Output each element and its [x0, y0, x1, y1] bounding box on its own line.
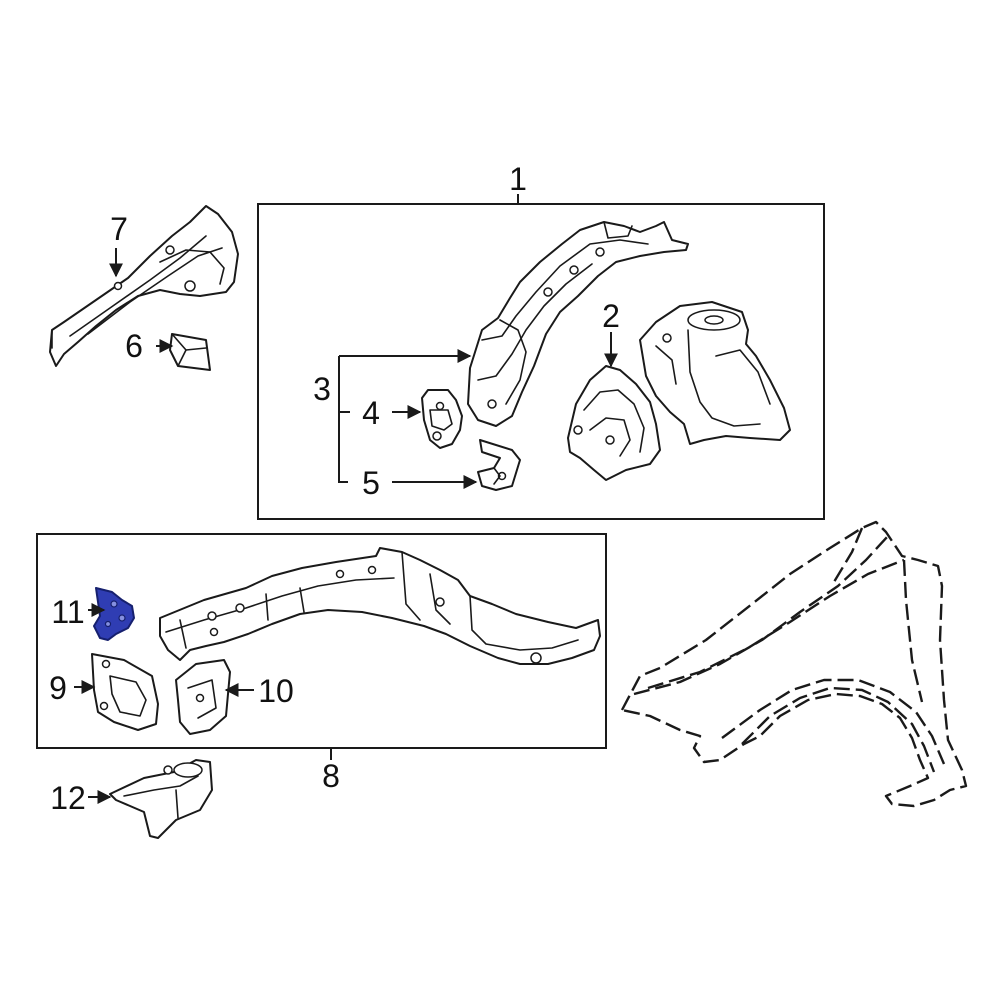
part-11-bracket-highlighted[interactable] [93, 587, 135, 641]
part-6-bracket[interactable] [169, 333, 211, 371]
callout-7[interactable]: 7 [110, 211, 128, 247]
part-3-apron-member[interactable] [467, 221, 689, 427]
part-8-side-member[interactable] [159, 547, 601, 665]
callout-3-bracket [338, 356, 348, 483]
callout-8[interactable]: 8 [322, 758, 340, 794]
part-12-lower-bracket[interactable] [109, 759, 213, 839]
wheel-housing-rear[interactable] [639, 301, 791, 445]
part-7-rail-reinforcement[interactable] [49, 205, 239, 367]
callout-9[interactable]: 9 [49, 670, 67, 706]
callout-2[interactable]: 2 [602, 298, 620, 334]
callout-3[interactable]: 3 [313, 371, 331, 407]
group-8-frame [36, 533, 607, 749]
part-4-plate[interactable] [421, 389, 463, 449]
callout-6[interactable]: 6 [125, 328, 143, 364]
callout-12[interactable]: 12 [50, 780, 86, 816]
group-1-frame [257, 203, 825, 520]
callout-11[interactable]: 11 [51, 594, 84, 630]
fender-phantom-outline [620, 520, 968, 808]
callout-10[interactable]: 10 [258, 673, 294, 709]
part-10-bracket[interactable] [175, 659, 231, 735]
callout-1[interactable]: 1 [509, 161, 527, 197]
part-2-wheel-housing-front[interactable] [567, 365, 661, 481]
callout-4[interactable]: 4 [362, 395, 380, 431]
callout-5[interactable]: 5 [362, 465, 380, 501]
part-5-bracket[interactable] [477, 439, 521, 491]
part-9-plate[interactable] [91, 653, 159, 731]
